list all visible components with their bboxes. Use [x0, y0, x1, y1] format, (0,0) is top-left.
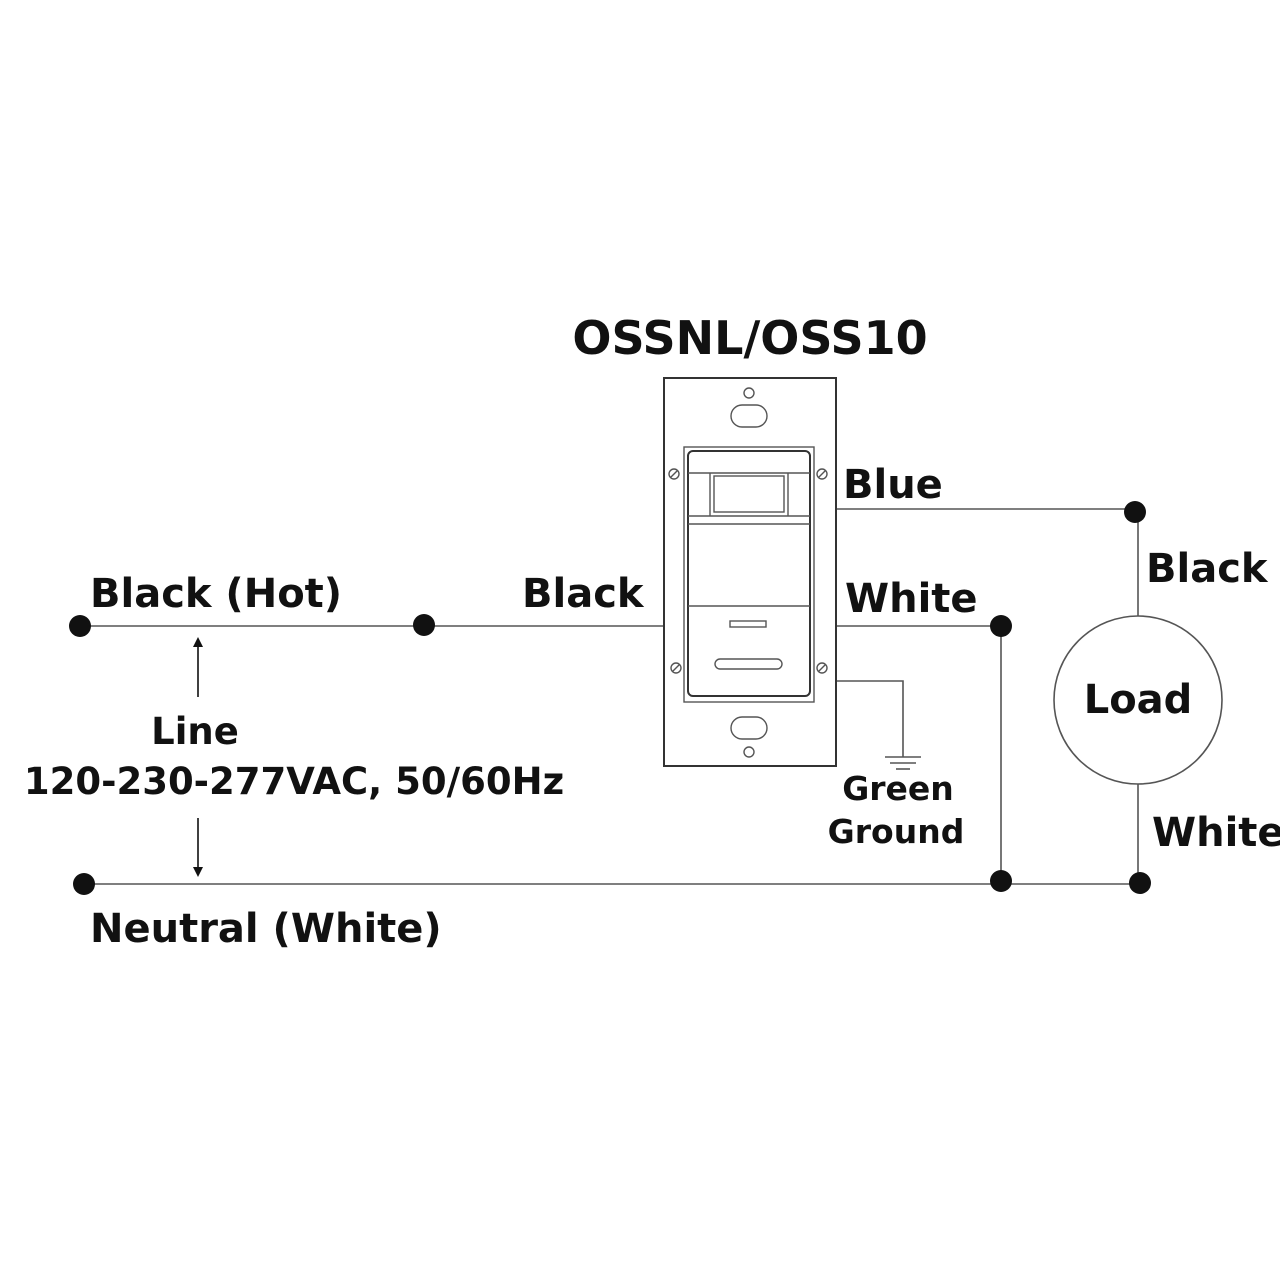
ground-symbol-icon	[885, 756, 921, 770]
screw-icon	[816, 468, 828, 480]
ground-wire	[836, 680, 904, 757]
terminal-dot-hot	[69, 615, 91, 637]
sensor-frame	[683, 446, 815, 703]
label-black-load: Black	[1146, 546, 1269, 592]
label-voltage: 120-230-277VAC, 50/60Hz	[24, 760, 564, 803]
device-title: OSSNL/OSS10	[572, 311, 927, 365]
screw-icon	[668, 468, 680, 480]
screw-icon	[816, 662, 828, 674]
label-load: Load	[1084, 677, 1193, 723]
label-black-hot: Black (Hot)	[90, 571, 342, 617]
top-screw-hole	[743, 387, 755, 399]
bottom-screw-hole	[743, 746, 755, 758]
label-ground: Ground	[828, 812, 965, 851]
label-blue: Blue	[843, 462, 943, 508]
splice-dot-white-top	[990, 615, 1012, 637]
label-white-switch: White	[845, 576, 978, 622]
bottom-mounting-slot	[730, 716, 768, 740]
splice-dot-load-white	[1129, 872, 1151, 894]
junction-dots	[69, 501, 1151, 895]
label-black-switch: Black	[522, 571, 645, 617]
terminal-dot-neutral	[73, 873, 95, 895]
splice-dot-blue	[1124, 501, 1146, 523]
label-line: Line	[151, 710, 239, 753]
wires	[80, 508, 1140, 885]
screw-icon	[670, 662, 682, 674]
top-mounting-slot	[730, 404, 768, 428]
label-neutral: Neutral (White)	[90, 906, 442, 952]
label-green: Green	[842, 769, 954, 808]
load-circle	[1053, 615, 1223, 785]
sensor-lens	[713, 475, 785, 513]
push-button	[714, 658, 783, 670]
splice-dot-white-bottom	[990, 870, 1012, 892]
splice-dot-black	[413, 614, 435, 636]
indicator-led	[729, 620, 767, 628]
occupancy-sensor-device	[663, 377, 837, 767]
label-white-load: White	[1152, 810, 1280, 856]
